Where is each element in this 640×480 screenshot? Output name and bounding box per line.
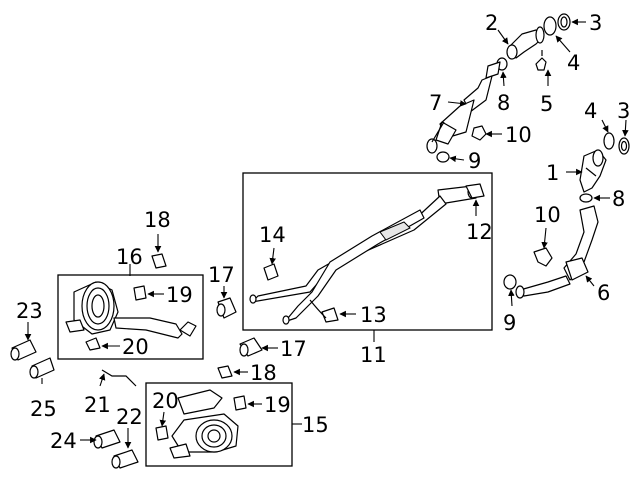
part-front-pipe-1[interactable] — [579, 149, 607, 193]
callout-4-lower: 4 — [584, 99, 597, 123]
part-hanger-18-lower[interactable] — [217, 365, 233, 379]
callout-16: 16 — [116, 245, 143, 269]
part-muffler-15[interactable] — [169, 389, 239, 459]
callout-17-upper: 17 — [208, 263, 235, 287]
part-isolator-17-lower[interactable] — [239, 337, 263, 357]
part-bracket-20-lower[interactable] — [155, 425, 169, 441]
callout-6: 6 — [597, 281, 610, 305]
box-center-pipe-11 — [242, 172, 493, 331]
part-clamp-9-upper[interactable] — [436, 151, 450, 163]
callout-20-lower: 20 — [152, 389, 179, 413]
part-bracket-10-upper[interactable] — [471, 125, 487, 141]
part-front-pipe-2[interactable] — [506, 26, 545, 60]
callout-24: 24 — [50, 429, 77, 453]
callout-10-lower: 10 — [534, 203, 561, 227]
callout-23: 23 — [16, 299, 43, 323]
part-tip-23[interactable] — [10, 339, 37, 361]
part-bracket-20-upper[interactable] — [85, 337, 101, 351]
callout-1: 1 — [546, 161, 559, 185]
callout-9-upper: 9 — [468, 149, 481, 173]
callout-19-upper: 19 — [166, 283, 193, 307]
callout-7: 7 — [429, 91, 442, 115]
callout-12: 12 — [466, 220, 493, 244]
callout-8-lower: 8 — [612, 187, 625, 211]
callout-3-lower: 3 — [617, 99, 630, 123]
part-hanger-12[interactable] — [465, 183, 485, 199]
part-gasket-3-upper[interactable] — [557, 13, 571, 31]
callout-9-lower: 9 — [503, 311, 516, 335]
callout-22: 22 — [116, 405, 143, 429]
callout-20-upper: 20 — [122, 335, 149, 359]
callout-18-upper: 18 — [144, 208, 171, 232]
callout-19-lower: 19 — [264, 393, 291, 417]
part-tip-25[interactable] — [29, 357, 55, 379]
part-isolator-17-upper[interactable] — [216, 297, 237, 319]
part-bracket-5[interactable] — [535, 50, 547, 71]
callout-8-upper: 8 — [497, 91, 510, 115]
part-hanger-18-upper[interactable] — [151, 253, 167, 269]
callout-5: 5 — [540, 92, 553, 116]
callout-21: 21 — [84, 393, 111, 417]
callout-11: 11 — [360, 343, 387, 367]
part-isolator-19-upper[interactable] — [133, 285, 147, 301]
callout-2: 2 — [485, 11, 498, 35]
part-bracket-10-lower[interactable] — [533, 247, 553, 267]
callout-10-upper: 10 — [505, 123, 532, 147]
callout-25: 25 — [30, 397, 57, 421]
callout-14: 14 — [259, 223, 286, 247]
callout-17-lower: 17 — [280, 337, 307, 361]
part-bracket-13[interactable] — [309, 299, 339, 323]
part-isolator-19-lower[interactable] — [233, 395, 247, 411]
part-ring-4-lower[interactable] — [603, 132, 615, 150]
part-gasket-3-lower[interactable] — [618, 137, 630, 155]
part-muffler-16[interactable] — [65, 281, 197, 339]
part-tip-24[interactable] — [93, 429, 121, 449]
part-converter-7[interactable] — [426, 61, 501, 154]
part-bracket-14[interactable] — [263, 263, 279, 281]
part-gasket-8-lower[interactable] — [579, 193, 593, 203]
callout-4-upper: 4 — [567, 51, 580, 75]
callout-13: 13 — [360, 303, 387, 327]
part-tip-22[interactable] — [111, 449, 139, 469]
part-pipe-6[interactable] — [515, 205, 599, 299]
part-bracket-21[interactable] — [101, 369, 137, 387]
part-clamp-9-lower[interactable] — [503, 274, 517, 290]
callout-15: 15 — [302, 413, 329, 437]
callout-18-lower: 18 — [250, 361, 277, 385]
callout-3-upper: 3 — [589, 11, 602, 35]
part-ring-4-upper[interactable] — [543, 16, 557, 36]
